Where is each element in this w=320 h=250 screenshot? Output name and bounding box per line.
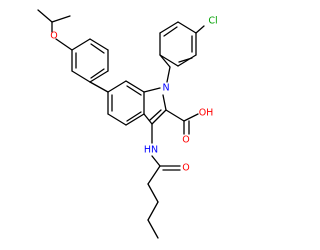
atom-labels: O N Cl O OH HN O (50, 16, 217, 174)
carbonyl-oxygen-label: O (182, 135, 189, 146)
bond-lines (37, 9, 205, 239)
amide-nh-label: HN (144, 145, 158, 156)
molecule-canvas: O N Cl O OH HN O (37, 9, 218, 239)
chlorine-label: Cl (208, 16, 217, 27)
indole-nitrogen-label: N (162, 83, 169, 94)
hydroxyl-label: OH (199, 108, 214, 119)
ether-oxygen-label: O (50, 31, 57, 42)
structure-diagram: O N Cl O OH HN O (37, 9, 218, 239)
amide-oxygen-label: O (182, 163, 189, 174)
